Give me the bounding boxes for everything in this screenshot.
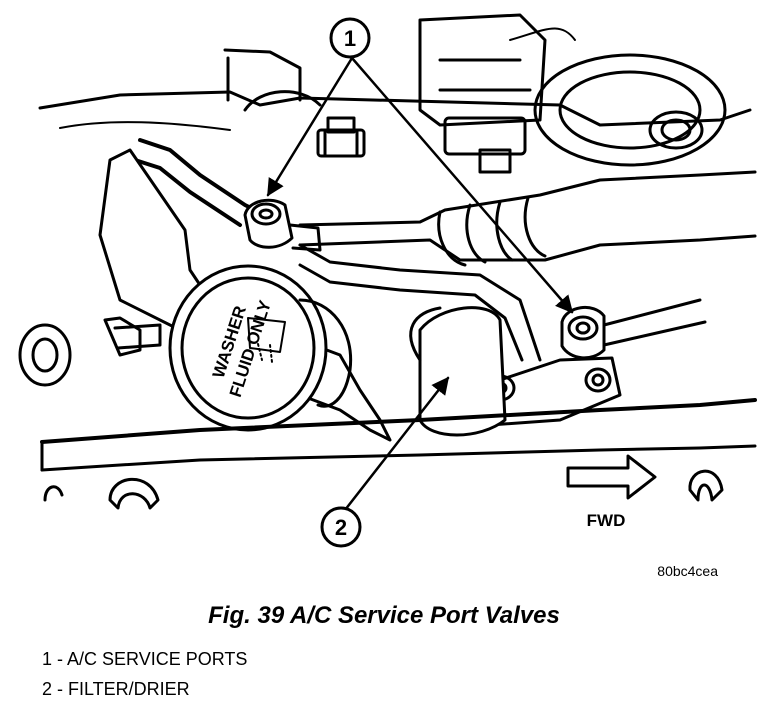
callout-1-label: 1 <box>344 26 356 51</box>
legend-item-filter-drier: 2 - FILTER/DRIER <box>42 679 190 699</box>
body-hole-center <box>108 477 160 510</box>
engine-bay-illustration: 1 2 WASHER FLUID ONLY FWD 80bc4cea <box>18 13 757 579</box>
leader-2 <box>343 376 450 512</box>
upper-body-contour <box>59 121 231 131</box>
engine-component <box>223 48 302 102</box>
body-hole-right <box>688 469 724 502</box>
leader-1-left <box>266 56 354 197</box>
service-port-left <box>243 198 322 252</box>
figure-caption: Fig. 39 A/C Service Port Valves <box>208 602 560 629</box>
body-hole-left <box>43 485 64 502</box>
washer-cap <box>168 264 353 432</box>
hose-coupling <box>437 196 547 267</box>
service-port-right <box>560 298 707 360</box>
top-nut <box>316 116 366 158</box>
compressor-housing <box>418 13 547 174</box>
forward-arrow <box>566 454 657 500</box>
suction-hose <box>298 170 757 227</box>
legend-item-service-ports: 1 - A/C SERVICE PORTS <box>42 649 248 669</box>
right-pulley <box>533 53 727 167</box>
callout-2-circle <box>320 506 362 548</box>
lower-rail <box>40 398 757 444</box>
filter-drier <box>409 306 507 437</box>
callout-1-circle <box>329 17 371 59</box>
image-code: 80bc4cea <box>657 563 718 579</box>
liquid-line <box>298 243 542 362</box>
fwd-label: FWD <box>587 511 626 530</box>
leader-1-right <box>350 56 574 314</box>
callout-2-label: 2 <box>335 515 347 540</box>
